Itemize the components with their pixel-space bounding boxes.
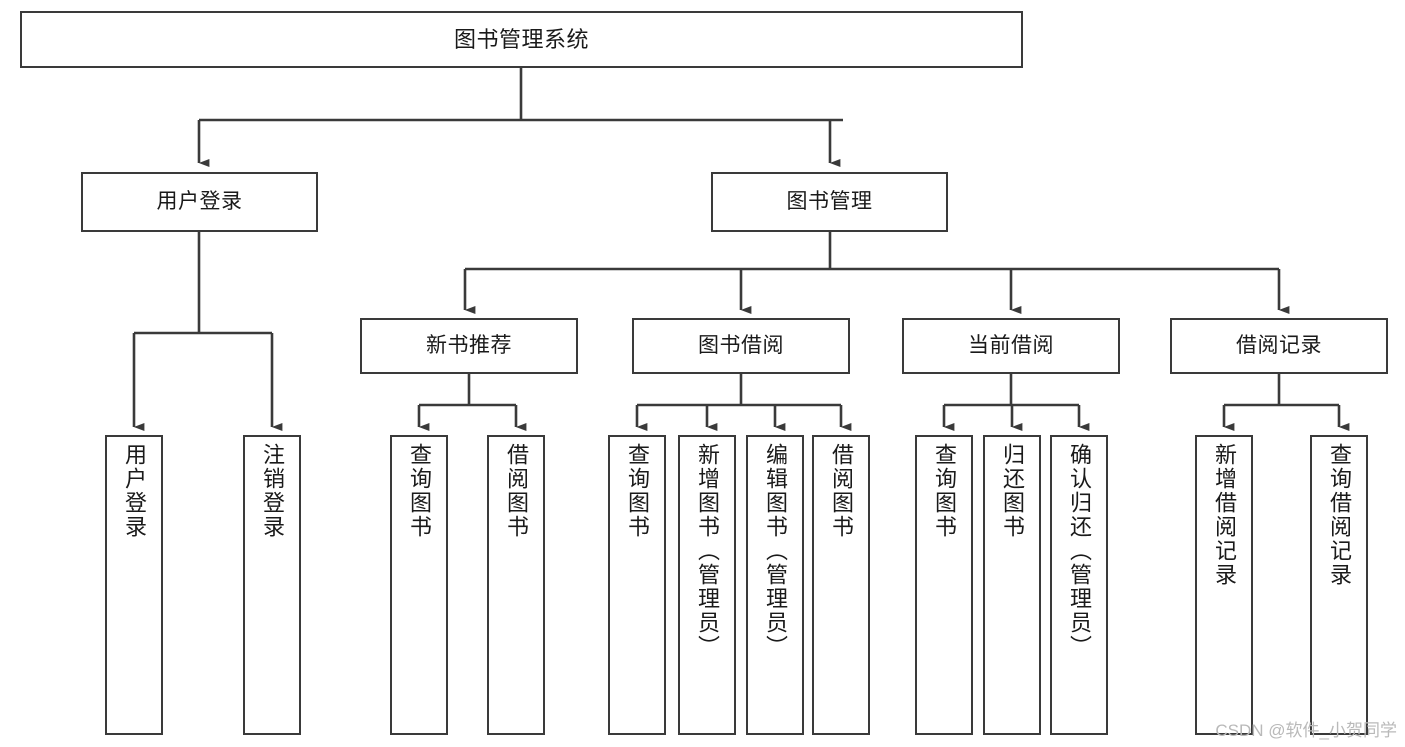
node-leaf-add-book-label: 新增图书（管理员） xyxy=(695,443,720,659)
node-leaf-return-book-label: 归还图书 xyxy=(1000,443,1025,539)
node-leaf-borrow-books-a[interactable]: 借阅图书 xyxy=(487,435,545,735)
node-leaf-borrow-books-a-label: 借阅图书 xyxy=(504,443,529,539)
node-leaf-query-books-c[interactable]: 查询图书 xyxy=(915,435,973,735)
node-leaf-query-borrow-record[interactable]: 查询借阅记录 xyxy=(1310,435,1368,735)
node-leaf-query-books-b-label: 查询图书 xyxy=(625,443,650,539)
node-leaf-edit-book[interactable]: 编辑图书（管理员） xyxy=(746,435,804,735)
node-root-label: 图书管理系统 xyxy=(453,26,589,52)
node-leaf-confirm-return-label: 确认归还（管理员） xyxy=(1067,443,1092,659)
node-current-borrow[interactable]: 当前借阅 xyxy=(902,318,1120,374)
node-leaf-user-logout-label: 注销登录 xyxy=(260,443,285,539)
node-book-borrow[interactable]: 图书借阅 xyxy=(632,318,850,374)
node-new-book-recommend[interactable]: 新书推荐 xyxy=(360,318,578,374)
node-leaf-user-logout[interactable]: 注销登录 xyxy=(243,435,301,735)
node-leaf-query-books-c-label: 查询图书 xyxy=(932,443,957,539)
node-leaf-borrow-books-b-label: 借阅图书 xyxy=(829,443,854,539)
node-current-borrow-label: 当前借阅 xyxy=(968,333,1054,357)
node-leaf-query-books-b[interactable]: 查询图书 xyxy=(608,435,666,735)
node-leaf-user-login[interactable]: 用户登录 xyxy=(105,435,163,735)
node-leaf-query-books-a[interactable]: 查询图书 xyxy=(390,435,448,735)
node-leaf-add-borrow-record-label: 新增借阅记录 xyxy=(1212,443,1237,587)
node-borrow-record[interactable]: 借阅记录 xyxy=(1170,318,1388,374)
node-leaf-return-book[interactable]: 归还图书 xyxy=(983,435,1041,735)
node-leaf-query-borrow-record-label: 查询借阅记录 xyxy=(1327,443,1352,587)
node-leaf-add-book[interactable]: 新增图书（管理员） xyxy=(678,435,736,735)
node-leaf-borrow-books-b[interactable]: 借阅图书 xyxy=(812,435,870,735)
node-borrow-record-label: 借阅记录 xyxy=(1236,333,1322,357)
node-user-login[interactable]: 用户登录 xyxy=(81,172,318,232)
watermark-text: CSDN @软件_小贺同学 xyxy=(1215,721,1397,740)
node-leaf-query-books-a-label: 查询图书 xyxy=(407,443,432,539)
node-leaf-edit-book-label: 编辑图书（管理员） xyxy=(763,443,788,659)
node-leaf-add-borrow-record[interactable]: 新增借阅记录 xyxy=(1195,435,1253,735)
node-new-book-recommend-label: 新书推荐 xyxy=(426,333,512,357)
node-leaf-user-login-label: 用户登录 xyxy=(122,443,147,539)
node-user-login-label: 用户登录 xyxy=(156,189,243,213)
node-book-borrow-label: 图书借阅 xyxy=(698,333,784,357)
node-book-management[interactable]: 图书管理 xyxy=(711,172,948,232)
node-leaf-confirm-return[interactable]: 确认归还（管理员） xyxy=(1050,435,1108,735)
node-book-management-label: 图书管理 xyxy=(786,189,873,213)
node-root[interactable]: 图书管理系统 xyxy=(20,11,1023,68)
